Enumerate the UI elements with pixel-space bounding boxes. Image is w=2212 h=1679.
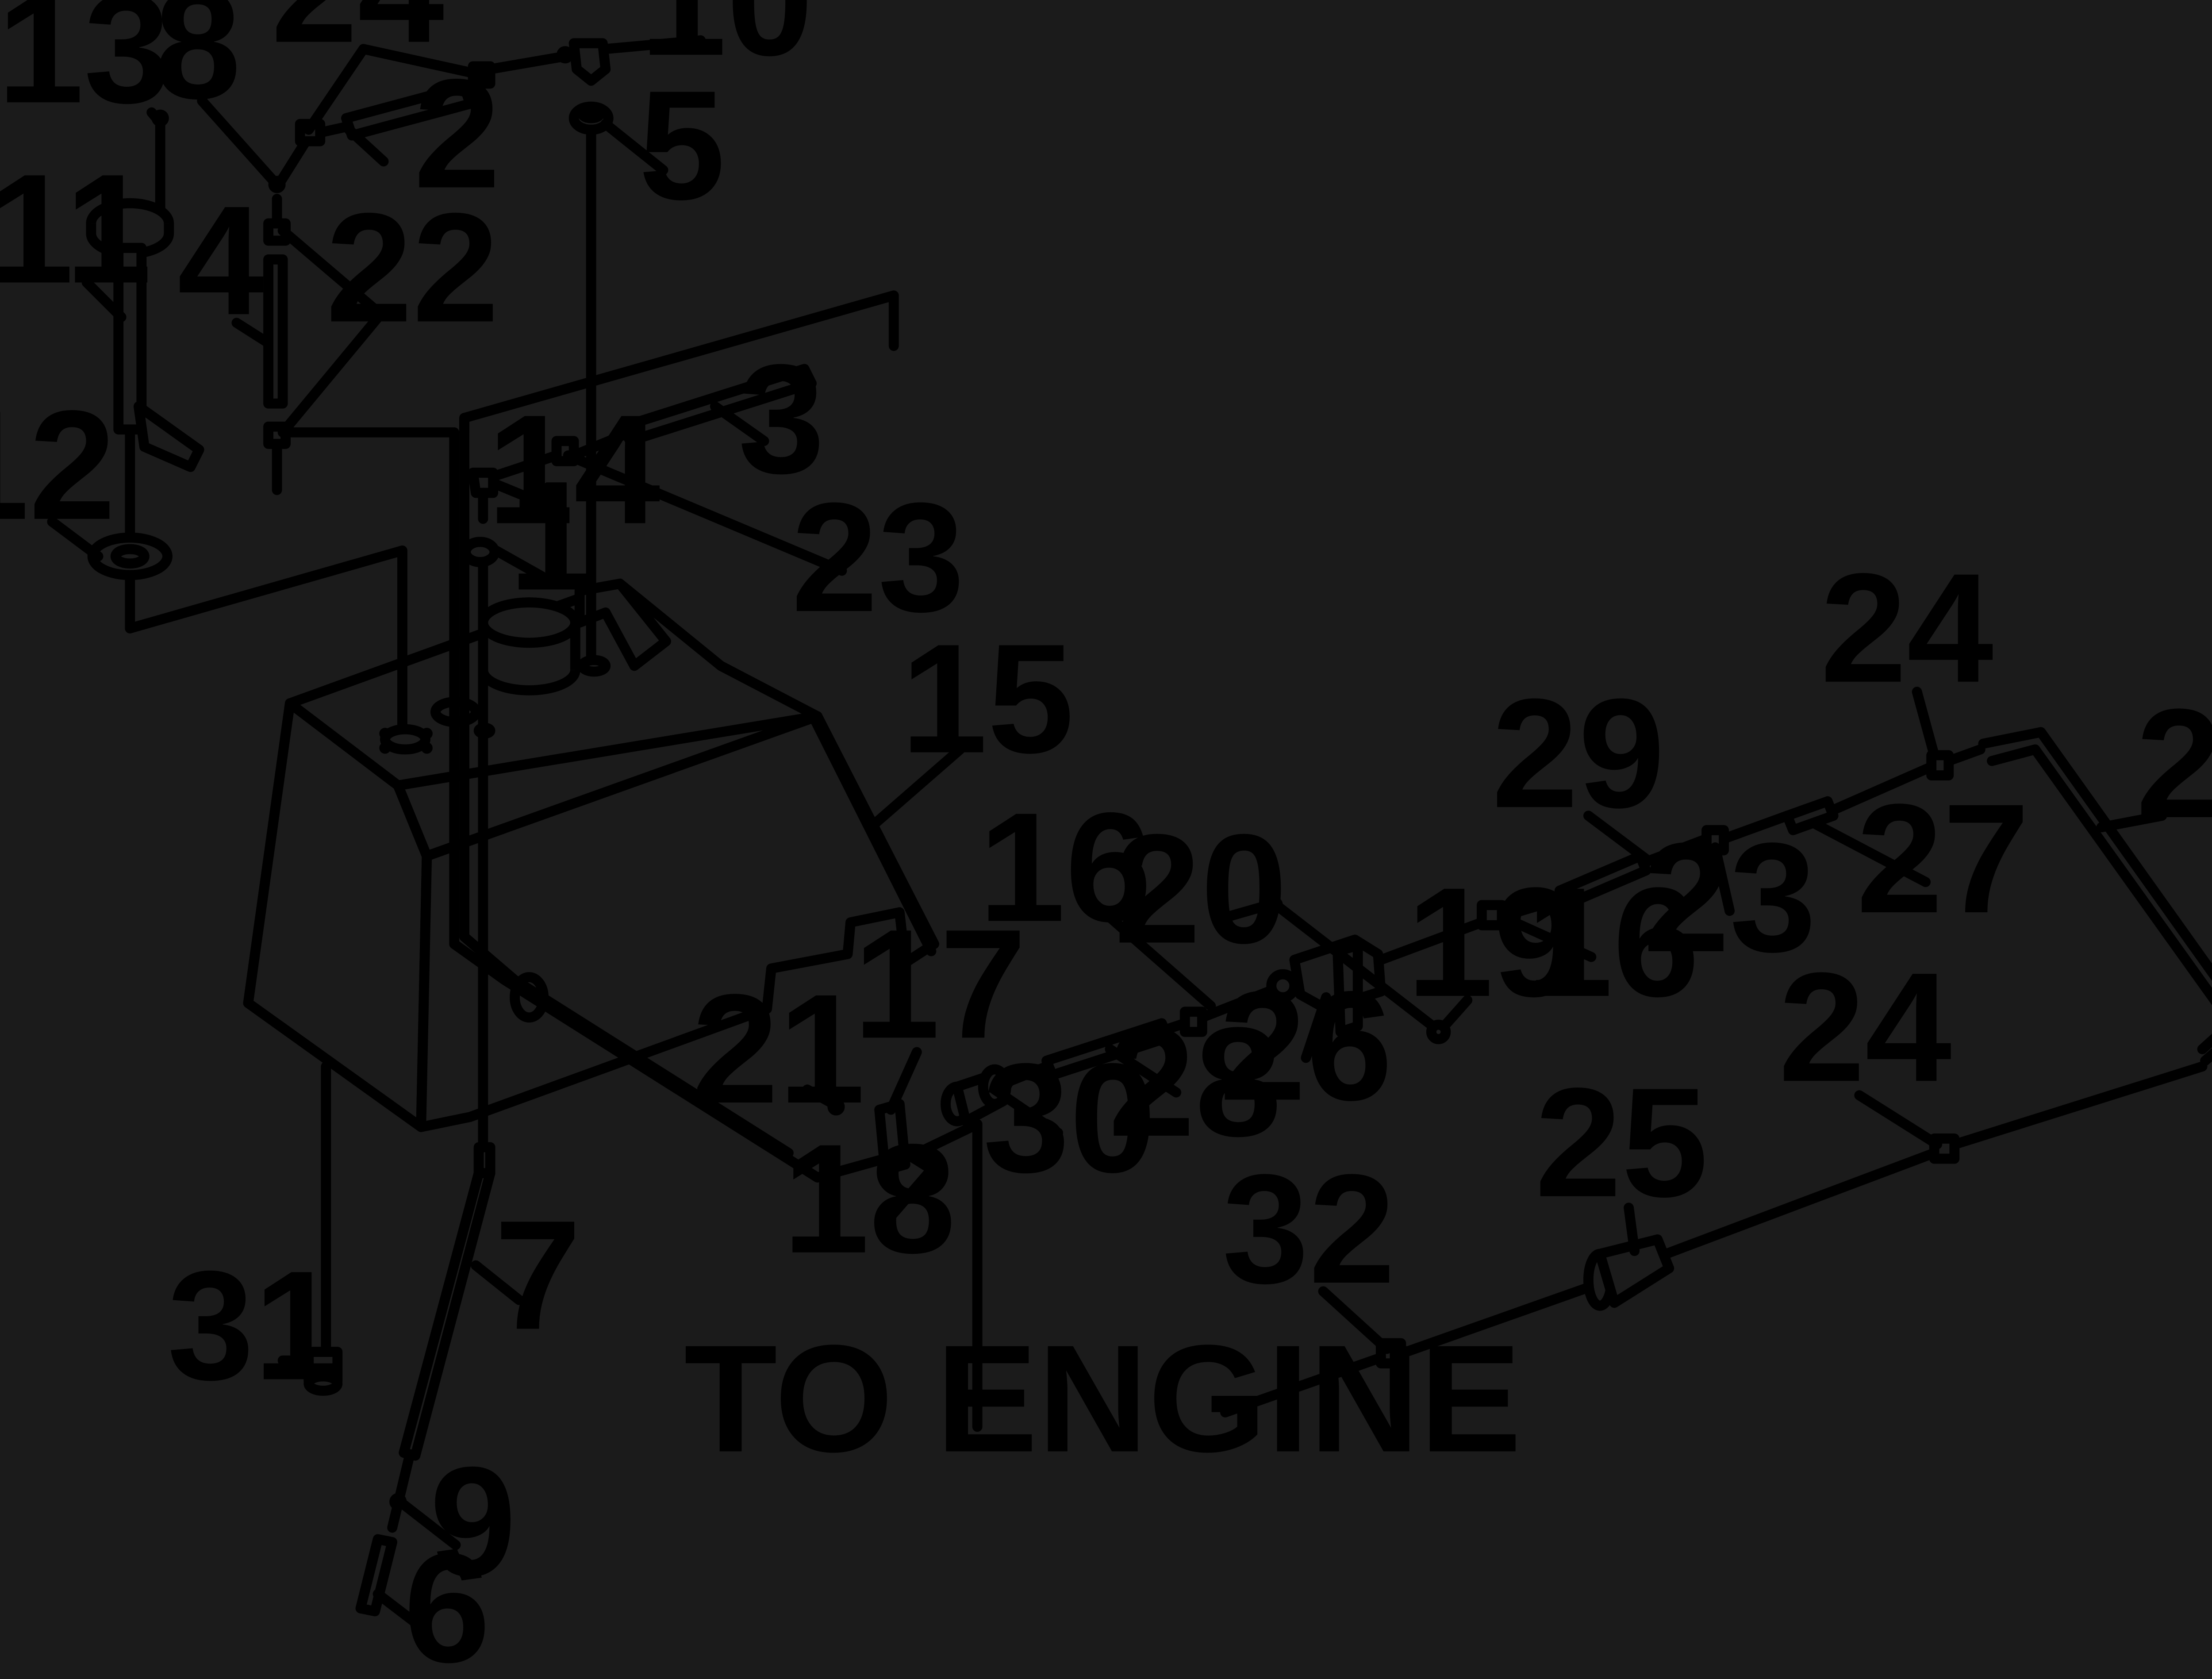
callout-11: 11 — [0, 142, 152, 315]
callout-24: 24 — [271, 0, 445, 75]
callout-7: 7 — [495, 1188, 581, 1362]
callout-29: 29 — [1492, 666, 1665, 840]
callout-14: 14 — [487, 382, 661, 556]
callout-12: 12 — [0, 378, 115, 552]
callout-2: 2 — [414, 46, 500, 220]
vent-valve-and-grommet — [557, 38, 614, 662]
callout-23: 23 — [791, 470, 964, 644]
callout-21: 21 — [692, 962, 865, 1136]
callout-5: 5 — [639, 58, 726, 232]
bent-hose-and-filter — [1220, 727, 2212, 1418]
callout-16: 16 — [979, 780, 1152, 954]
callout-24b: 24 — [1820, 541, 1995, 715]
callout-4: 4 — [177, 173, 265, 347]
callout-28: 28 — [1108, 995, 1281, 1169]
callout-32: 32 — [1222, 1142, 1395, 1316]
callout-10: 10 — [640, 0, 813, 88]
callout-13: 13 — [0, 0, 170, 135]
drain-plug — [303, 1061, 343, 1396]
callout-16b: 16 — [1526, 855, 1699, 1029]
callout-2b: 2 — [2136, 676, 2212, 850]
fuel-tank — [243, 578, 939, 1132]
callout-23b: 23 — [1643, 811, 1816, 984]
callout-24c: 24 — [1778, 940, 1953, 1114]
callout-27: 27 — [1856, 772, 2029, 945]
to-engine-note: TO ENGINE — [684, 1313, 1521, 1484]
callout-26: 26 — [1219, 959, 1392, 1133]
callout-25: 25 — [1535, 1056, 1708, 1229]
callout-20: 20 — [1114, 802, 1287, 976]
callout-30: 30 — [983, 1031, 1156, 1205]
callout-8: 8 — [154, 0, 241, 131]
callout-17: 17 — [853, 897, 1026, 1071]
callout-1: 1 — [509, 449, 595, 622]
callout-22: 22 — [326, 181, 499, 354]
pickup-tube — [355, 1142, 495, 1617]
callout-18: 18 — [783, 1112, 956, 1286]
leader-lines — [47, 35, 2167, 1637]
callout-9: 9 — [430, 1434, 516, 1608]
callout-19: 19 — [1407, 855, 1580, 1029]
callout-15: 15 — [901, 611, 1074, 785]
fuel-sender-assembly — [86, 109, 204, 634]
callout-31: 31 — [167, 1238, 340, 1412]
callout-3: 3 — [738, 332, 825, 506]
callout-6: 6 — [404, 1521, 491, 1679]
